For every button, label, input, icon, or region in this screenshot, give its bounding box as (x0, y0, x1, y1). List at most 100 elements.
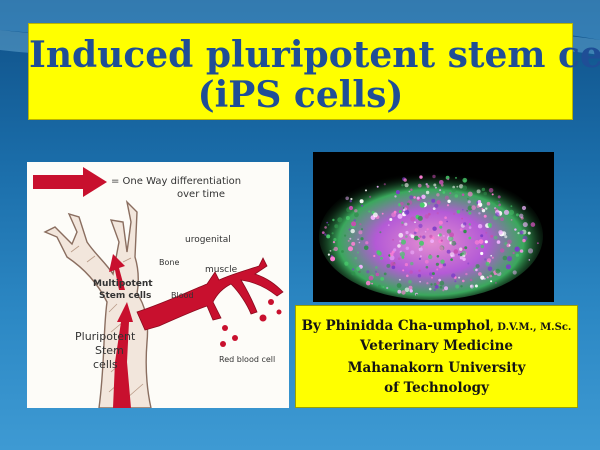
cell-speck (418, 237, 420, 240)
cell-speck (365, 241, 369, 245)
cell-speck (331, 232, 334, 235)
cell-speck (530, 222, 536, 227)
cell-speck (422, 235, 426, 239)
cell-speck (454, 194, 459, 198)
cell-speck (467, 262, 470, 265)
cell-speck (466, 209, 469, 212)
cell-speck (377, 284, 381, 288)
cell-speck (430, 283, 433, 286)
cell-speck (468, 236, 472, 240)
cell-speck (452, 254, 455, 257)
cell-speck (484, 258, 487, 261)
cell-speck (399, 278, 401, 281)
author-box: By Phinidda Cha-umphol, D.V.M., M.Sc. Ve… (295, 305, 578, 408)
cell-speck (434, 285, 439, 289)
cell-speck (495, 282, 497, 284)
cell-speck (374, 270, 377, 273)
cell-speck (478, 212, 481, 215)
cell-speck (537, 242, 539, 245)
cell-speck (434, 203, 439, 208)
cell-speck (469, 284, 474, 289)
cell-speck (341, 250, 344, 253)
cell-speck (354, 212, 359, 218)
cell-speck (383, 272, 387, 276)
cell-speck (466, 197, 469, 200)
cell-speck (401, 290, 406, 295)
cell-speck (401, 223, 404, 226)
cell-speck (510, 205, 513, 208)
cell-speck (527, 231, 531, 235)
cell-speck (497, 195, 501, 199)
cell-speck (359, 199, 364, 204)
cell-speck (403, 178, 407, 182)
cell-speck (397, 289, 402, 294)
cell-speck (352, 268, 355, 271)
cell-speck (431, 272, 435, 276)
cell-speck (398, 210, 402, 214)
cell-speck (476, 189, 481, 194)
cell-speck (455, 284, 460, 289)
cell-speck (512, 270, 517, 275)
ips-colony-micrograph (313, 152, 554, 302)
cell-speck (428, 212, 431, 216)
cell-speck (369, 195, 372, 198)
title-box: Induced pluripotent stem cells (iPS cell… (28, 23, 600, 120)
cell-speck (442, 263, 447, 267)
cell-speck (334, 224, 339, 229)
cell-speck (483, 191, 487, 196)
cell-speck (410, 250, 415, 255)
cell-speck (438, 246, 444, 251)
cell-speck (419, 240, 424, 246)
cell-speck (485, 231, 488, 234)
cell-speck (389, 255, 395, 261)
cell-speck (451, 273, 456, 278)
cell-speck (478, 239, 484, 244)
upward-differentiation-arrows (109, 254, 133, 408)
cell-speck (427, 202, 431, 205)
cell-speck (438, 220, 443, 225)
cell-speck (487, 222, 492, 228)
cell-speck (438, 233, 442, 237)
cell-speck (386, 286, 389, 290)
cell-speck (375, 266, 378, 269)
cell-speck (408, 285, 413, 290)
cell-speck (386, 263, 391, 268)
cell-speck (519, 230, 524, 235)
cell-speck (495, 200, 500, 206)
cell-speck (447, 178, 450, 181)
cell-speck (376, 250, 381, 255)
cell-speck (327, 253, 330, 256)
cell-speck (401, 221, 404, 224)
cell-speck (504, 235, 508, 239)
cell-speck (463, 229, 467, 234)
cell-speck (368, 210, 371, 213)
cell-speck (426, 282, 429, 285)
label-pluripotent-2: Stem (95, 344, 124, 357)
cell-speck (329, 250, 332, 252)
cell-speck (351, 221, 357, 227)
cell-speck (426, 184, 430, 188)
cell-speck (498, 214, 501, 217)
cell-speck (381, 212, 384, 215)
cell-speck (414, 228, 419, 232)
cell-speck (451, 240, 457, 246)
cell-speck (400, 202, 404, 206)
cell-speck (481, 208, 484, 210)
cell-speck (398, 232, 404, 238)
cell-speck (474, 284, 478, 288)
cell-speck (402, 209, 406, 212)
author-university: Mahanakorn University (347, 360, 526, 376)
cell-speck (387, 224, 390, 226)
author-name-line: By Phinidda Cha-umphol, D.V.M., M.Sc. (296, 318, 577, 336)
cell-speck (426, 228, 429, 231)
cell-speck (506, 256, 513, 262)
differentiation-tree-drawing: = One Way differentiation over time (33, 167, 284, 409)
cell-speck (389, 252, 394, 257)
cell-speck (439, 189, 442, 192)
cell-speck (418, 223, 423, 228)
cell-speck (468, 223, 471, 226)
cell-speck (487, 266, 493, 272)
cell-speck (413, 231, 417, 235)
cell-speck (425, 190, 430, 195)
cell-speck (453, 212, 456, 215)
